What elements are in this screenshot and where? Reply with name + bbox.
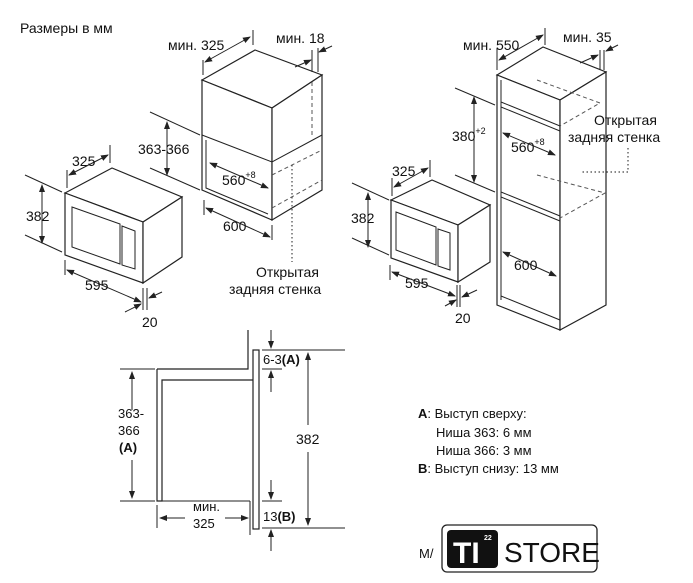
tall-cabinet-drawing [454,28,629,332]
tall-cabinet-depth-label: мин. 550 [463,37,520,53]
open-back-label: Открытая [256,264,319,280]
tall-cabinet-width-label: 600 [514,257,538,273]
niche-height-label: 363-366 [138,141,190,157]
legend-a: A: Выступ сверху: [418,406,527,421]
brand-word: STORE [504,537,600,568]
brand-sup: 22 [484,535,492,542]
side-niche-label-2: 366 [118,423,140,438]
units-title: Размеры в мм [20,20,113,36]
tall-niche-width-label: 560+8 [511,137,545,155]
store-watermark: M/ TI 22 STORE [419,524,600,573]
tall-cabinet-gap-label: мин. 35 [563,29,612,45]
total-height-label: 382 [296,431,320,447]
tall-mw-front-label: 20 [455,310,471,326]
tall-mw-depth-label: 325 [392,163,416,179]
side-section-drawing [120,330,345,551]
tall-mw-width-label: 595 [405,275,429,291]
mw-height-label: 382 [26,208,50,224]
cabinet-depth-label: мин. 325 [168,37,225,53]
side-depth-label-2: 325 [193,516,215,531]
niche-width-label: 560+8 [222,170,256,188]
legend-a-line1: Ниша 363: 6 мм [436,425,532,440]
open-back-label-2: задняя стенка [229,281,321,297]
tall-niche-height-label: 380+2 [452,126,486,144]
microwave-drawing-left [24,145,184,313]
legend: A: Выступ сверху: Ниша 363: 6 мм Ниша 36… [418,406,559,476]
cabinet-width-label: 600 [223,218,247,234]
mw-width-label: 595 [85,277,109,293]
side-niche-label: 363- [118,406,144,421]
watermark-prefix: M/ [419,546,434,561]
brand-mark: TI [453,537,480,570]
legend-b: B: Выступ снизу: 13 мм [418,461,559,476]
cabinet-gap-label: мин. 18 [276,30,325,46]
top-offset-label: 6-3(A) [263,352,300,367]
tall-open-back-label: Открытая [594,112,657,128]
wall-cabinet-drawing [149,30,333,262]
tall-open-back-label-2: задняя стенка [568,129,660,145]
side-niche-label-3: (A) [119,440,137,455]
microwave-drawing-right [351,160,492,307]
legend-a-line2: Ниша 366: 3 мм [436,443,532,458]
tall-mw-height-label: 382 [351,210,375,226]
mw-depth-label: 325 [72,153,96,169]
bottom-offset-label: 13(B) [263,509,296,524]
mw-front-label: 20 [142,314,158,330]
side-depth-label: мин. [193,499,220,514]
